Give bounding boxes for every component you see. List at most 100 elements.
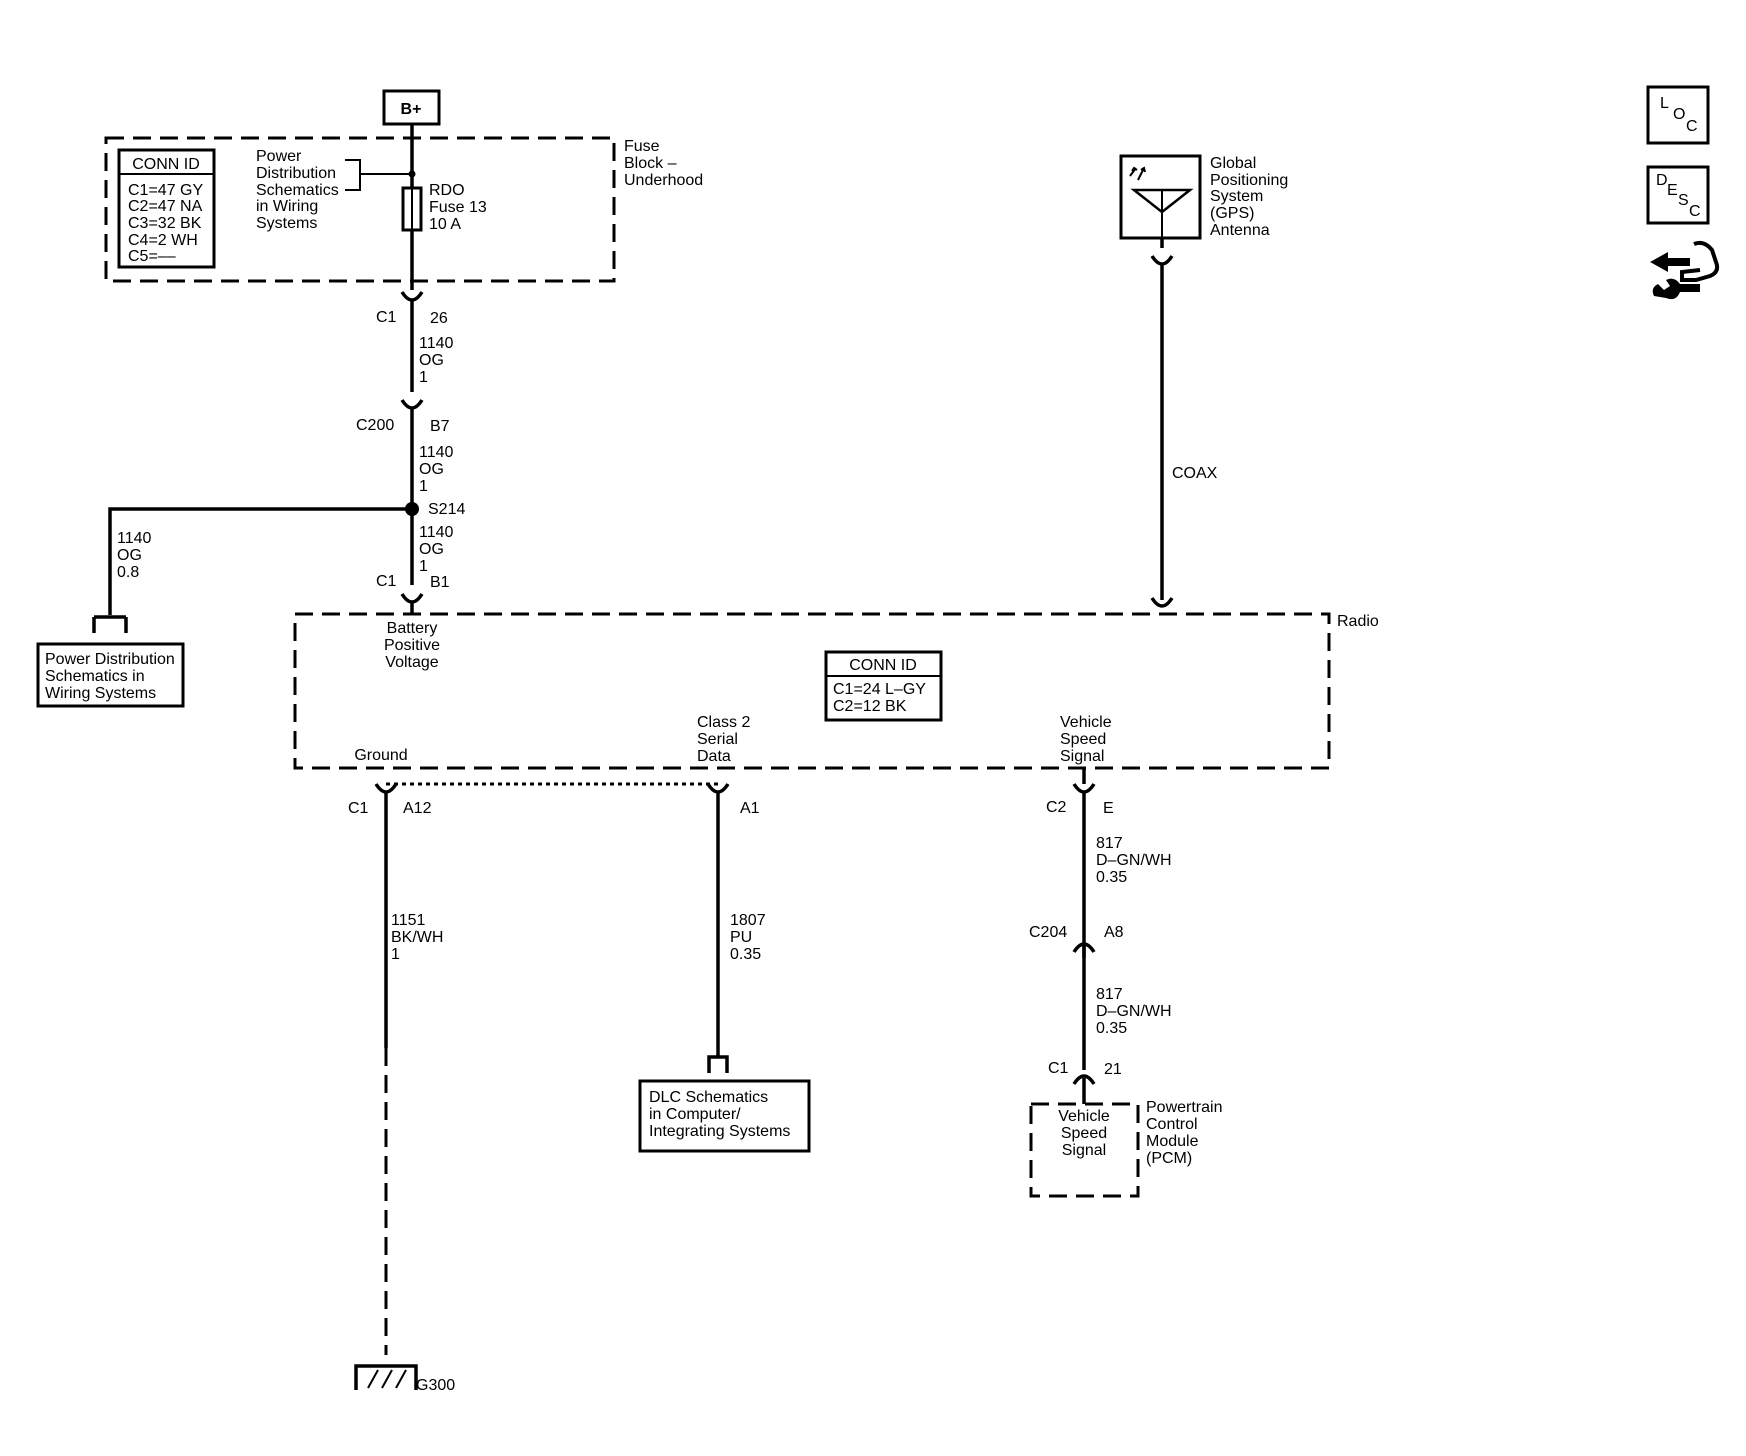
svg-text:Data: Data (697, 748, 731, 765)
svg-text:Signal: Signal (1062, 1142, 1106, 1159)
svg-text:Global: Global (1210, 155, 1256, 172)
svg-text:B7: B7 (430, 418, 450, 435)
radio-vss-label: Vehicle Speed Signal (1060, 714, 1112, 765)
svg-text:C1=24 L–GY: C1=24 L–GY (833, 681, 926, 698)
svg-text:Battery: Battery (387, 620, 438, 637)
battery-label: B+ (401, 101, 422, 118)
fuse-block-outline (104, 136, 616, 283)
radio-outline (293, 612, 1331, 770)
svg-text:D–GN/WH: D–GN/WH (1096, 1003, 1172, 1020)
hand-wrench-icon[interactable] (1650, 240, 1720, 300)
svg-text:S214: S214 (428, 501, 465, 518)
svg-text:Power Distribution: Power Distribution (45, 651, 175, 668)
svg-text:Schematics: Schematics (256, 182, 339, 199)
svg-text:D: D (1656, 172, 1668, 189)
svg-text:C1: C1 (376, 309, 397, 326)
svg-text:1: 1 (419, 369, 428, 386)
svg-text:S: S (1678, 192, 1689, 209)
svg-text:C5=––: C5=–– (128, 248, 176, 265)
svg-text:Systems: Systems (256, 215, 317, 232)
svg-text:C2=47 NA: C2=47 NA (128, 198, 203, 215)
svg-text:0.35: 0.35 (1096, 869, 1127, 886)
svg-text:OG: OG (419, 352, 444, 369)
svg-text:Module: Module (1146, 1133, 1199, 1150)
radio-name: Radio (1337, 613, 1379, 630)
desc-icon[interactable]: D E S C (1646, 165, 1710, 225)
svg-text:1140: 1140 (419, 524, 454, 541)
svg-text:Antenna: Antenna (1210, 222, 1270, 239)
svg-text:in Wiring: in Wiring (256, 198, 318, 215)
radio-battery-positive-label: Battery Positive Voltage (384, 620, 440, 671)
svg-text:C200: C200 (356, 417, 394, 434)
svg-text:CONN ID: CONN ID (132, 156, 200, 173)
wire-1140-segment-2: 1140 OG 1 (419, 444, 454, 495)
svg-text:C4=2 WH: C4=2 WH (128, 232, 198, 249)
loc-icon[interactable]: L O C (1646, 85, 1710, 145)
wire-1140-segment-3: 1140 OG 1 (419, 524, 454, 575)
svg-text:C2: C2 (1046, 799, 1067, 816)
svg-text:A12: A12 (403, 800, 432, 817)
svg-text:C1: C1 (1048, 1060, 1069, 1077)
svg-text:Power: Power (256, 148, 302, 165)
svg-text:C3=32 BK: C3=32 BK (128, 215, 202, 232)
radio-class2-label: Class 2 Serial Data (697, 714, 750, 765)
svg-text:1140: 1140 (419, 444, 454, 461)
svg-text:Speed: Speed (1061, 1125, 1107, 1142)
rdo-fuse: RDO Fuse 13 10 A (401, 182, 487, 233)
svg-text:Block –: Block – (624, 155, 677, 172)
coax-wire: COAX (1150, 238, 1218, 608)
svg-text:BK/WH: BK/WH (391, 929, 443, 946)
svg-text:Fuse: Fuse (624, 138, 660, 155)
svg-text:Wiring Systems: Wiring Systems (45, 685, 156, 702)
svg-text:L: L (1660, 95, 1669, 112)
power-distribution-box: Power Distribution Schematics in Wiring … (36, 642, 185, 708)
svg-text:E: E (1103, 800, 1114, 817)
svg-text:COAX: COAX (1172, 465, 1218, 482)
svg-text:RDO: RDO (429, 182, 465, 199)
vss-wire: C2 E 817 D–GN/WH 0.35 C204 A8 817 D–GN/W… (1029, 768, 1172, 1104)
svg-text:G300: G300 (416, 1377, 455, 1394)
svg-text:Control: Control (1146, 1116, 1198, 1133)
splice-s214: S214 (405, 501, 465, 518)
svg-text:OG: OG (419, 541, 444, 558)
svg-text:Ground: Ground (354, 747, 407, 764)
connector-c1-26-label: C1 26 (376, 309, 448, 327)
ground-wire: C1 A12 1151 BK/WH 1 (348, 782, 718, 1355)
svg-text:1: 1 (419, 478, 428, 495)
svg-text:C: C (1686, 118, 1698, 135)
svg-text:Serial: Serial (697, 731, 738, 748)
svg-text:C1=47 GY: C1=47 GY (128, 182, 203, 199)
svg-text:817: 817 (1096, 986, 1123, 1003)
svg-text:Schematics in: Schematics in (45, 668, 145, 685)
svg-text:Voltage: Voltage (385, 654, 438, 671)
battery-source: B+ (382, 89, 441, 126)
svg-text:0.35: 0.35 (1096, 1020, 1127, 1037)
radio-conn-id: CONN ID C1=24 L–GY C2=12 BK (824, 650, 943, 722)
pcm-module: Vehicle Speed Signal Powertrain Control … (1029, 1099, 1222, 1198)
svg-text:C1: C1 (376, 573, 397, 590)
svg-text:PU: PU (730, 929, 752, 946)
fuse-block-conn-id: CONN ID C1=47 GY C2=47 NA C3=32 BK C4=2 … (117, 148, 216, 269)
svg-text:0.8: 0.8 (117, 564, 139, 581)
svg-text:1: 1 (419, 558, 428, 575)
svg-text:1140: 1140 (117, 530, 152, 547)
svg-text:1151: 1151 (391, 912, 426, 929)
main-feed-wire (400, 124, 424, 614)
svg-text:A1: A1 (740, 800, 760, 817)
svg-text:0.35: 0.35 (730, 946, 761, 963)
svg-text:817: 817 (1096, 835, 1123, 852)
dlc-schematics-box: DLC Schematics in Computer/ Integrating … (638, 1079, 811, 1153)
svg-text:Vehicle: Vehicle (1060, 714, 1112, 731)
svg-text:C1: C1 (348, 800, 369, 817)
svg-text:(PCM): (PCM) (1146, 1150, 1192, 1167)
svg-text:Signal: Signal (1060, 748, 1104, 765)
svg-text:1: 1 (391, 946, 400, 963)
connector-c200-label: C200 B7 (356, 417, 450, 435)
svg-text:26: 26 (430, 310, 448, 327)
svg-text:Speed: Speed (1060, 731, 1106, 748)
svg-text:10 A: 10 A (429, 216, 461, 233)
svg-text:(GPS): (GPS) (1210, 205, 1254, 222)
wire-1140-segment-1: 1140 OG 1 (419, 335, 454, 386)
power-distribution-reference: Power Distribution Schematics in Wiring … (256, 148, 416, 232)
